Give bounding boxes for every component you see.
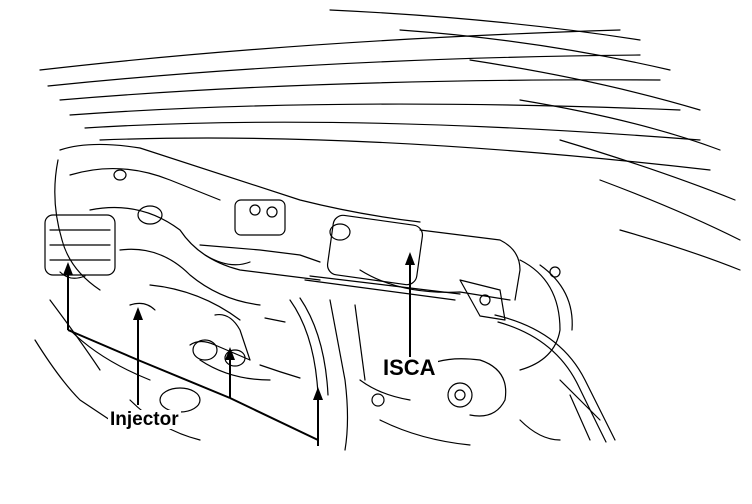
throttle-body [199,199,573,417]
intake-manifold [54,143,421,321]
hood-panel-lines [39,9,741,271]
engine-block [34,299,601,451]
fuel-rail [44,214,301,381]
hoses [214,275,461,396]
isca-label: ISCA [381,355,438,380]
throttle-cable [494,314,616,443]
callout-leaders [67,260,411,446]
injector-label: Injector [108,409,181,430]
callout-arrowheads [63,252,415,400]
